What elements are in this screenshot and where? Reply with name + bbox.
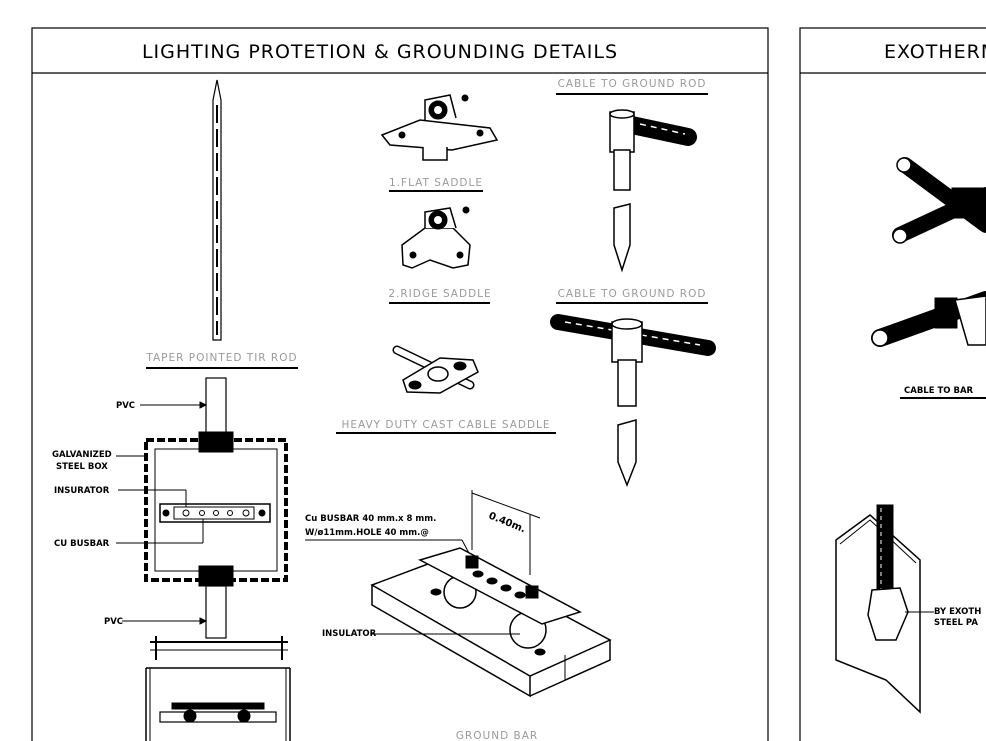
flat-saddle-drawing: 1.FLAT SADDLE <box>380 94 499 192</box>
left-panel-title: LIGHTING PROTETION & GROUNDING DETAILS <box>142 41 618 63</box>
cable-to-bar-caption: CABLE TO BAR <box>904 386 974 396</box>
ridge-saddle-caption: 2.RIDGE SADDLE <box>388 288 491 300</box>
insulator-label: INSULATOR <box>322 629 377 639</box>
taper-rod-drawing: TAPER POINTED TIR ROD <box>145 79 298 369</box>
galvanized-label-line1: GALVANIZED <box>52 450 112 460</box>
pvc-bottom-label: PVC <box>104 617 123 627</box>
busbar-spec-line1: Cu BUSBAR 40 mm.x 8 mm. <box>305 514 436 524</box>
busbar-spec-line2: W/ø11mm.HOLE 40 mm.@ <box>305 528 429 538</box>
bottom-conduit-fitting <box>198 565 234 587</box>
ground-bar-caption: GROUND BAR <box>456 730 538 741</box>
right-panel-frame <box>799 27 986 741</box>
left-panel: LIGHTING PROTETION & GROUNDING DETAILS <box>31 27 769 741</box>
exothermic-drawings: CABLE TO BAR BY EXOTH STEEL PA <box>835 157 986 714</box>
cable-to-rod-1-drawing: CABLE TO GROUND ROD <box>556 78 708 273</box>
cu-busbar-label: CU BUSBAR <box>54 539 110 549</box>
galvanized-steel-box <box>144 438 288 582</box>
cast-saddle-drawing: HEAVY DUTY CAST CABLE SADDLE <box>336 345 556 434</box>
pvc-top-label: PVC <box>116 401 135 411</box>
exothermic-label-line1: BY EXOTH <box>934 607 981 617</box>
cast-saddle-caption: HEAVY DUTY CAST CABLE SADDLE <box>341 419 550 431</box>
right-panel-title: EXOTHERM <box>884 41 986 63</box>
dimension-label: 0.40m. <box>487 511 527 536</box>
cable-rod-1-caption: CABLE TO GROUND ROD <box>558 78 707 90</box>
cable-to-rod-2-drawing: CABLE TO GROUND ROD <box>550 288 716 488</box>
insurator-label: INSURATOR <box>54 486 110 496</box>
ridge-saddle-drawing: 2.RIDGE SADDLE <box>388 206 491 304</box>
pvc-top-pipe <box>205 377 227 435</box>
right-panel: EXOTHERM <box>799 27 986 741</box>
left-panel-frame <box>31 27 769 741</box>
ground-bar-drawing: Cu BUSBAR 40 mm.x 8 mm. W/ø11mm.HOLE 40 … <box>305 490 612 741</box>
grounding-box-drawing: PVC GALVANIZED STEEL BOX INSURATOR CU BU… <box>52 377 288 639</box>
galvanized-label-line2: STEEL BOX <box>56 462 108 472</box>
flat-saddle-caption: 1.FLAT SADDLE <box>389 177 483 189</box>
box-section-view <box>145 636 291 741</box>
cable-rod-2-caption: CABLE TO GROUND ROD <box>558 288 707 300</box>
taper-rod-caption: TAPER POINTED TIR ROD <box>145 352 297 364</box>
pvc-bottom-pipe <box>205 585 227 639</box>
exothermic-label-line2: STEEL PA <box>934 618 978 628</box>
